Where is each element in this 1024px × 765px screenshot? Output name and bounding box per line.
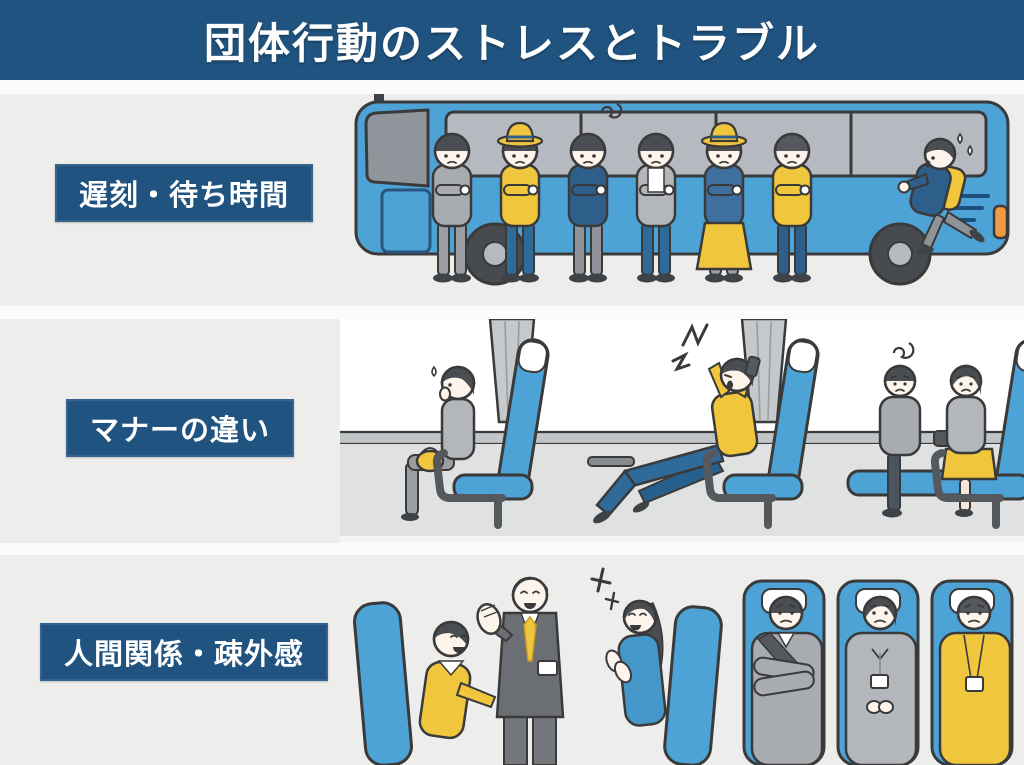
loud-phone-talker [593, 323, 761, 524]
chatting-woman [605, 599, 667, 727]
yellow-skirt [695, 221, 753, 271]
conversation-exclusion-illustration [353, 567, 1014, 765]
noise-lines [671, 351, 691, 372]
section-lateness: 遅刻・待ち時間 [0, 94, 1024, 306]
bus-waiting-illustration [354, 94, 1010, 286]
noise-lines [681, 323, 709, 347]
waiting-person [771, 132, 813, 284]
inner-shirt [647, 167, 665, 193]
bus-door [380, 188, 432, 254]
separator [0, 80, 1024, 94]
running-latecomer [897, 132, 985, 256]
separator [0, 306, 1024, 319]
title-banner: 団体行動のストレスとトラブル [0, 0, 1024, 80]
annoyed-couple [878, 342, 998, 518]
laugh-marks [590, 567, 620, 611]
waiting-person [635, 132, 677, 284]
section-label-lateness: 遅刻・待ち時間 [55, 164, 314, 222]
seat-back [663, 605, 723, 765]
tour-guide [476, 576, 565, 765]
bus-tail-light [992, 204, 1009, 240]
section-label-alienation: 人間関係・疎外感 [40, 623, 329, 681]
excluded-passenger [930, 579, 1014, 765]
excluded-passenger [742, 579, 826, 765]
annoyance-squiggle [600, 102, 623, 119]
bus-windshield [364, 108, 430, 188]
separator [0, 543, 1024, 555]
bus-interior-illustration [340, 319, 1024, 543]
bus-wheel [868, 222, 932, 286]
waiting-person [431, 132, 473, 284]
section-manners: マナーの違い [0, 319, 1024, 543]
section-label-manners: マナーの違い [66, 399, 295, 457]
waiting-person [567, 132, 609, 284]
seat-back [353, 601, 413, 765]
page-title: 団体行動のストレスとトラブル [203, 19, 820, 67]
wall-ashtray [587, 456, 635, 467]
excluded-passenger [836, 579, 920, 765]
section-alienation: 人間関係・疎外感 [0, 555, 1024, 765]
chatting-man [418, 620, 497, 740]
